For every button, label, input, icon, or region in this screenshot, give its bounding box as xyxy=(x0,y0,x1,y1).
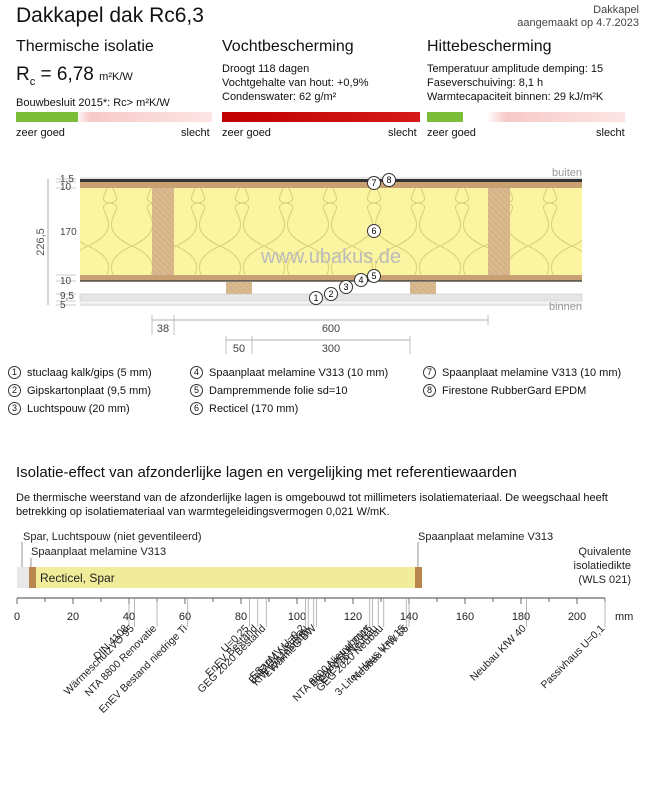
layer-spaanplaat-bottom xyxy=(80,275,582,281)
axis-tick-label: 160 xyxy=(456,611,474,623)
meta-date: aangemaakt op 4.7.2023 xyxy=(517,17,639,29)
thermal-note: Bouwbesluit 2015*: Rc> m²K/W xyxy=(16,97,170,109)
bar-recticel xyxy=(36,567,415,588)
dim-bottom-2: 600 xyxy=(322,323,340,335)
dim-5: 9,5 xyxy=(60,291,74,302)
moisture-scale-good: zeer goed xyxy=(222,127,271,139)
rc-unit: m²K/W xyxy=(99,71,133,83)
moisture-scale-indicator xyxy=(222,112,420,122)
dim-bottom-3: 50 xyxy=(233,343,245,355)
reference-label: Neubau KfW 40 xyxy=(468,623,529,684)
rc-sub: c xyxy=(29,75,36,88)
dim-total: 226,5 xyxy=(35,228,47,256)
bar-spaan-right xyxy=(415,567,422,588)
rc-number: = 6,78 xyxy=(40,64,94,85)
rc-value: Rc = 6,78 m²K/W xyxy=(16,64,133,88)
moisture-line1: Droogt 118 dagen xyxy=(222,63,310,75)
dim-2: 10 xyxy=(60,182,72,193)
heat-heading: Hittebescherming xyxy=(427,38,552,55)
axis-tick-label: 0 xyxy=(14,611,20,623)
heat-scale-good: zeer goed xyxy=(427,127,476,139)
heat-line1: Temperatuur amplitude demping: 15 xyxy=(427,63,604,75)
layer-spaanplaat-top xyxy=(80,182,582,188)
axis-tick-label: 180 xyxy=(512,611,530,623)
heat-line3: Warmtecapaciteit binnen: 29 kJ/m²K xyxy=(427,91,604,103)
moisture-heading: Vochtbescherming xyxy=(222,38,354,55)
layer-epdm xyxy=(80,179,582,182)
batten-1 xyxy=(226,282,252,294)
marker-8: 8 xyxy=(386,175,391,185)
isolation-title: Isolatie-effect van afzonderlijke lagen … xyxy=(16,464,517,481)
moisture-scale-bad: slecht xyxy=(388,127,417,139)
dim-bottom-4: 300 xyxy=(322,343,340,355)
heat-line2: Faseverschuiving: 8,1 h xyxy=(427,77,544,89)
dim-4: 10 xyxy=(60,276,72,287)
isolation-paragraph: De thermische weerstand van de afzonderl… xyxy=(16,492,608,518)
axis-tick-label: 120 xyxy=(344,611,362,623)
marker-1: 1 xyxy=(313,293,318,303)
axis-tick-label: 100 xyxy=(288,611,306,623)
bar-spaan-left xyxy=(29,567,36,588)
page-meta: Dakkapel aangemaakt op 4.7.2023 xyxy=(517,4,639,30)
marker-3: 3 xyxy=(343,282,348,292)
marker-2: 2 xyxy=(328,289,333,299)
marker-5: 5 xyxy=(371,271,376,281)
rc-symbol: R xyxy=(16,64,30,85)
heat-scale xyxy=(427,112,625,122)
equiv-3: (WLS 021) xyxy=(578,574,631,586)
label-inside: binnen xyxy=(549,301,582,313)
dim-bottom-1: 38 xyxy=(157,323,169,335)
batten-2 xyxy=(410,282,436,294)
reference-label: Passivhaus U=0,1 xyxy=(539,623,608,692)
axis-tick-label: 20 xyxy=(67,611,79,623)
thermal-scale-indicator xyxy=(16,112,78,122)
axis-tick-label: 80 xyxy=(235,611,247,623)
label-spaan-right: Spaanplaat melamine V313 xyxy=(418,531,553,543)
bar-spar-air xyxy=(17,567,29,588)
thermal-scale-good: zeer goed xyxy=(16,127,65,139)
thermal-scale xyxy=(16,112,212,122)
label-spaan-left: Spaanplaat melamine V313 xyxy=(31,546,166,558)
spar-2 xyxy=(488,188,510,275)
bar-label: Recticel, Spar xyxy=(40,571,115,585)
label-spar: Spar, Luchtspouw (niet geventileerd) xyxy=(23,531,202,543)
equiv-1: Quivalente xyxy=(578,546,631,558)
cross-section: buiten binnen www.ubakus.de 226,5 1,5 10… xyxy=(35,167,583,355)
moisture-info: Droogt 118 dagen Vochtgehalte van hout: … xyxy=(222,62,368,104)
equiv-2: isolatiedikte xyxy=(574,560,631,572)
dim-6: 5 xyxy=(60,300,66,311)
watermark: www.ubakus.de xyxy=(260,246,401,268)
meta-category: Dakkapel xyxy=(593,4,639,16)
thermal-scale-bad: slecht xyxy=(181,127,210,139)
marker-7: 7 xyxy=(371,178,376,188)
spar-1 xyxy=(152,188,174,275)
dim-1: 1,5 xyxy=(60,174,74,185)
heat-scale-bad: slecht xyxy=(596,127,625,139)
heat-scale-indicator xyxy=(427,112,463,122)
moisture-line3: Condenswater: 62 g/m² xyxy=(222,91,337,103)
label-outside: buiten xyxy=(552,167,582,179)
thermal-heading: Thermische isolatie xyxy=(16,38,154,55)
dim-3: 170 xyxy=(60,227,77,238)
heat-info: Temperatuur amplitude demping: 15 Faseve… xyxy=(427,62,603,104)
axis-tick-label: 60 xyxy=(179,611,191,623)
marker-4: 4 xyxy=(358,275,363,285)
page-title: Dakkapel dak Rc6,3 xyxy=(16,4,204,27)
layer-plaster xyxy=(80,301,582,304)
isolation-chart: Spar, Luchtspouw (niet geventileerd) Spa… xyxy=(14,531,633,716)
marker-6: 6 xyxy=(371,226,376,236)
axis-tick-label: 200 xyxy=(568,611,586,623)
moisture-line2: Vochtgehalte van hout: +0,9% xyxy=(222,77,369,89)
axis-unit: mm xyxy=(615,611,633,623)
